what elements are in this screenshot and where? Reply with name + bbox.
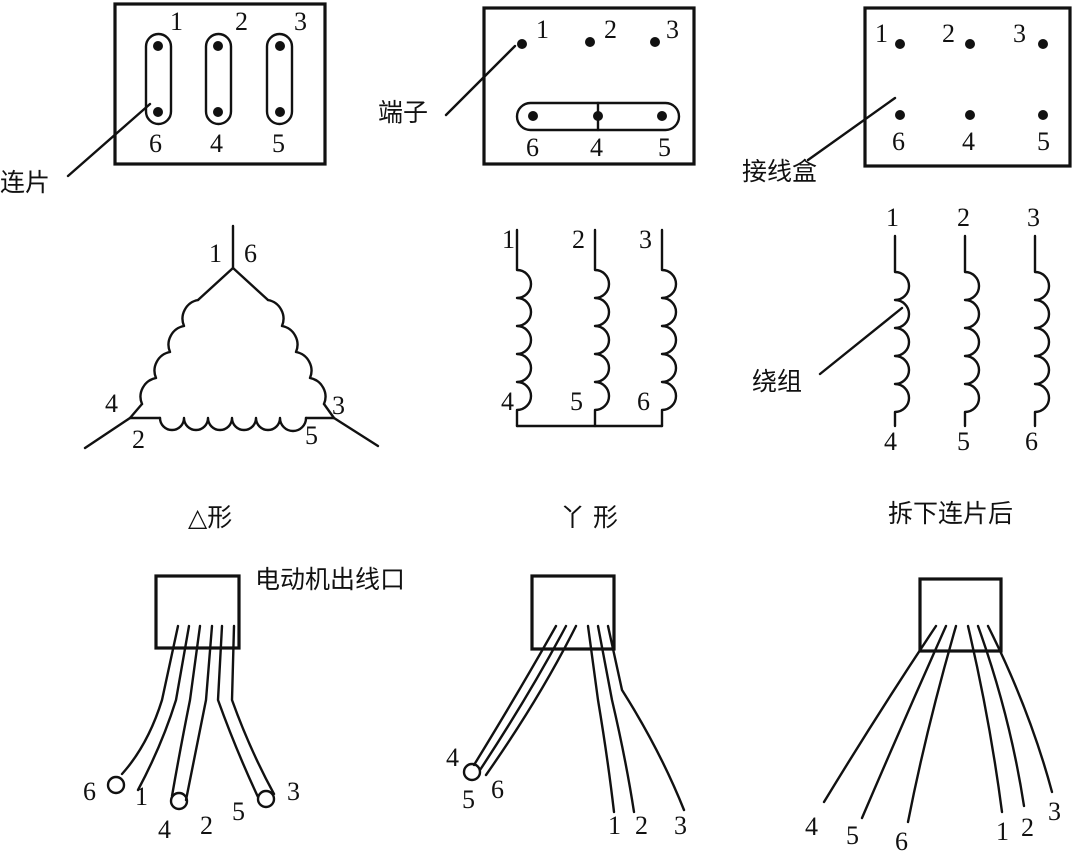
delta-winding-label-1: 1 bbox=[209, 239, 222, 268]
terminal-label: 端子 bbox=[378, 98, 428, 127]
star-winding-label-5: 5 bbox=[570, 387, 583, 416]
star-lead-1: 1 bbox=[608, 811, 621, 840]
delta-motor-outlet: 6 1 4 2 5 3 bbox=[83, 574, 300, 844]
delta-terminal-3: 3 bbox=[294, 7, 307, 36]
star-motor-outlet: 4 5 6 1 2 3 bbox=[446, 574, 687, 840]
star-lead-3: 3 bbox=[674, 811, 687, 840]
delta-lead-3: 3 bbox=[287, 777, 300, 806]
star-winding-label-6: 6 bbox=[637, 387, 650, 416]
delta-lead-6: 6 bbox=[83, 777, 96, 806]
star-terminal-4: 4 bbox=[590, 133, 603, 162]
star-terminal-5: 5 bbox=[658, 133, 671, 162]
star-terminal-3: 3 bbox=[666, 15, 679, 44]
removed-lead-6: 6 bbox=[895, 827, 908, 853]
delta-terminal-box: 1 2 3 6 4 5 bbox=[113, 2, 327, 166]
removed-terminal-1: 1 bbox=[875, 19, 888, 48]
delta-winding-label-2: 2 bbox=[132, 425, 145, 454]
delta-winding-label-3: 3 bbox=[332, 391, 345, 420]
removed-terminal-3: 3 bbox=[1013, 19, 1026, 48]
delta-lead-4: 4 bbox=[158, 815, 171, 844]
removed-lead-2: 2 bbox=[1021, 813, 1034, 842]
star-winding-label-2: 2 bbox=[572, 225, 585, 254]
removed-winding-label-2: 2 bbox=[957, 203, 970, 232]
removed-caption: 拆下连片后 bbox=[888, 499, 1013, 528]
removed-winding-label-5: 5 bbox=[957, 427, 970, 456]
star-terminal-6: 6 bbox=[526, 133, 539, 162]
winding-label: 绕组 bbox=[752, 367, 802, 396]
delta-lead-1: 1 bbox=[135, 782, 148, 811]
star-lead-4: 4 bbox=[446, 743, 459, 772]
delta-winding-label-5: 5 bbox=[305, 421, 318, 450]
removed-terminal-4: 4 bbox=[962, 127, 975, 156]
delta-terminal-2: 2 bbox=[235, 7, 248, 36]
removed-lead-1: 1 bbox=[996, 817, 1009, 846]
delta-caption: △形 bbox=[188, 503, 232, 532]
motor-outlet-label: 电动机出线口 bbox=[255, 565, 405, 594]
delta-winding: 1 6 4 3 2 5 bbox=[83, 224, 380, 454]
removed-terminal-box: 1 2 3 6 4 5 bbox=[863, 6, 1072, 168]
star-lead-5: 5 bbox=[462, 785, 475, 814]
removed-lead-3: 3 bbox=[1048, 797, 1061, 826]
star-terminal-1: 1 bbox=[536, 15, 549, 44]
junction-box-label: 接线盒 bbox=[742, 157, 817, 186]
removed-terminal-6: 6 bbox=[892, 127, 905, 156]
star-terminal-2: 2 bbox=[604, 15, 617, 44]
star-lead-2: 2 bbox=[635, 811, 648, 840]
removed-winding-label-4: 4 bbox=[884, 427, 897, 456]
delta-terminal-1: 1 bbox=[170, 7, 183, 36]
star-winding-label-4: 4 bbox=[501, 387, 514, 416]
link-piece-label: 连片 bbox=[0, 168, 50, 197]
removed-winding-label-6: 6 bbox=[1025, 427, 1038, 456]
delta-winding-label-4: 4 bbox=[105, 389, 118, 418]
removed-lead-5: 5 bbox=[846, 821, 859, 850]
star-lead-6: 6 bbox=[491, 775, 504, 804]
removed-winding-label-1: 1 bbox=[886, 203, 899, 232]
removed-motor-outlet: 4 5 6 1 2 3 bbox=[805, 577, 1061, 853]
delta-lead-2: 2 bbox=[200, 811, 213, 840]
delta-terminal-4: 4 bbox=[210, 129, 223, 158]
removed-terminal-5: 5 bbox=[1037, 127, 1050, 156]
delta-terminal-5: 5 bbox=[272, 129, 285, 158]
removed-lead-4: 4 bbox=[805, 812, 818, 841]
delta-winding-label-6: 6 bbox=[244, 239, 257, 268]
star-terminal-box: 1 2 3 6 4 5 bbox=[482, 6, 696, 166]
removed-terminal-2: 2 bbox=[942, 19, 955, 48]
delta-lead-5: 5 bbox=[232, 797, 245, 826]
star-winding-label-3: 3 bbox=[639, 225, 652, 254]
star-winding: 1 2 3 4 5 6 bbox=[501, 225, 678, 428]
star-winding-label-1: 1 bbox=[502, 225, 515, 254]
removed-winding: 1 2 3 4 5 6 bbox=[818, 203, 1051, 456]
removed-winding-label-3: 3 bbox=[1027, 203, 1040, 232]
delta-terminal-6: 6 bbox=[149, 129, 162, 158]
star-caption: 丫 形 bbox=[560, 503, 618, 532]
